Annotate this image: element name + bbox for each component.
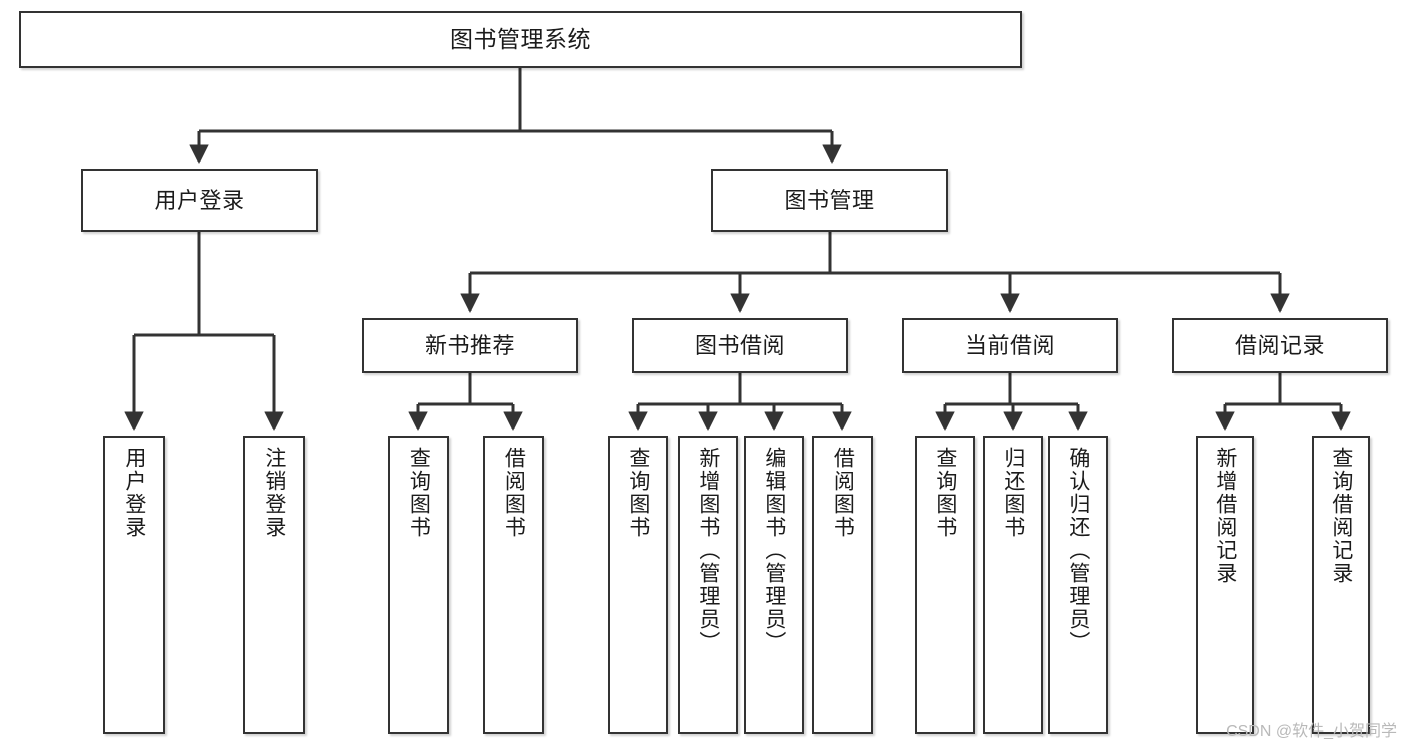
csdn-watermark: CSDN @软件_小贺同学	[1226, 723, 1397, 740]
leaf-return-book[interactable]: 归还图书	[983, 436, 1043, 734]
node-root[interactable]: 图书管理系统	[19, 11, 1022, 68]
leaf-return-book-label: 归还图书	[1001, 447, 1025, 539]
node-book-borrow-label: 图书借阅	[694, 332, 785, 358]
node-book-borrow[interactable]: 图书借阅	[632, 318, 848, 373]
leaf-borrow-book-label: 借阅图书	[831, 447, 855, 539]
leaf-borrow-book[interactable]: 借阅图书	[812, 436, 873, 734]
leaf-borrow-book-new[interactable]: 借阅图书	[483, 436, 544, 734]
node-borrow-record-label: 借阅记录	[1234, 332, 1325, 358]
leaf-query-book-label: 查询图书	[626, 447, 650, 539]
leaf-user-login[interactable]: 用户登录	[103, 436, 165, 734]
node-current-borrow-label: 当前借阅	[964, 332, 1055, 358]
node-book-manage[interactable]: 图书管理	[711, 169, 948, 232]
leaf-user-logout[interactable]: 注销登录	[243, 436, 305, 734]
leaf-query-borrow-record[interactable]: 查询借阅记录	[1312, 436, 1370, 734]
leaf-query-book-current-label: 查询图书	[933, 447, 957, 539]
leaf-add-book-admin[interactable]: 新增图书（管理员）	[678, 436, 738, 734]
node-book-manage-label: 图书管理	[784, 187, 875, 213]
node-current-borrow[interactable]: 当前借阅	[902, 318, 1118, 373]
leaf-add-book-admin-label: 新增图书（管理员）	[696, 447, 720, 654]
leaf-confirm-return-admin[interactable]: 确认归还（管理员）	[1048, 436, 1108, 734]
node-root-label: 图书管理系统	[450, 25, 591, 52]
leaf-query-borrow-record-label: 查询借阅记录	[1329, 447, 1353, 585]
leaf-user-login-label: 用户登录	[122, 447, 146, 539]
leaf-query-book-new-label: 查询图书	[407, 447, 431, 539]
leaf-query-book-new[interactable]: 查询图书	[388, 436, 449, 734]
leaf-add-borrow-record[interactable]: 新增借阅记录	[1196, 436, 1254, 734]
node-new-book-recommend[interactable]: 新书推荐	[362, 318, 578, 373]
node-user-login[interactable]: 用户登录	[81, 169, 318, 232]
leaf-user-logout-label: 注销登录	[262, 447, 286, 539]
node-borrow-record[interactable]: 借阅记录	[1172, 318, 1388, 373]
leaf-confirm-return-admin-label: 确认归还（管理员）	[1066, 447, 1090, 654]
node-new-book-recommend-label: 新书推荐	[424, 332, 515, 358]
node-user-login-label: 用户登录	[154, 187, 245, 213]
leaf-query-book-current[interactable]: 查询图书	[915, 436, 975, 734]
leaf-borrow-book-new-label: 借阅图书	[502, 447, 526, 539]
leaf-add-borrow-record-label: 新增借阅记录	[1213, 447, 1237, 585]
leaf-edit-book-admin-label: 编辑图书（管理员）	[762, 447, 786, 654]
leaf-query-book[interactable]: 查询图书	[608, 436, 668, 734]
leaf-edit-book-admin[interactable]: 编辑图书（管理员）	[744, 436, 804, 734]
